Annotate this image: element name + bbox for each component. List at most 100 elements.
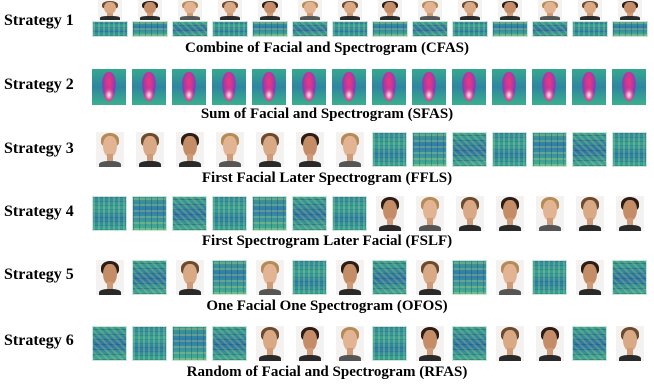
strategy-label: Strategy 5 bbox=[4, 266, 74, 283]
face-thumbnail-icon bbox=[538, 0, 562, 20]
spectrogram-thumbnail-icon bbox=[532, 260, 567, 295]
strategy-caption: One Facial One Spectrogram (OFOS) bbox=[206, 298, 448, 314]
overlay-thumbnail-icon bbox=[412, 69, 446, 105]
face-thumbnail-icon bbox=[256, 260, 284, 295]
spectrogram-thumbnail-icon bbox=[332, 196, 367, 231]
spectrogram-thumbnail-icon bbox=[292, 196, 327, 231]
thumbnail-strip bbox=[90, 258, 650, 298]
strategy-caption: First Facial Later Spectrogram (FFLS) bbox=[201, 170, 453, 186]
face-thumbnail-icon bbox=[456, 196, 484, 231]
strategy-label: Strategy 2 bbox=[4, 76, 74, 93]
spectrogram-thumbnail-icon bbox=[612, 260, 647, 295]
face-thumbnail-icon bbox=[336, 260, 364, 295]
face-thumbnail-icon bbox=[616, 196, 644, 231]
spectrogram-thumbnail-icon bbox=[132, 326, 167, 361]
strategy-caption: First Spectrogram Later Facial (FSLF) bbox=[201, 233, 453, 249]
thumbnail-strip bbox=[90, 130, 650, 170]
face-thumbnail-icon bbox=[576, 196, 604, 231]
spectrogram-thumbnail-icon bbox=[452, 21, 488, 37]
face-thumbnail-icon bbox=[258, 0, 282, 20]
spectrogram-thumbnail-icon bbox=[212, 21, 248, 37]
strategy-label: Strategy 1 bbox=[4, 12, 74, 29]
spectrogram-thumbnail-icon bbox=[172, 326, 207, 361]
face-thumbnail-icon bbox=[536, 196, 564, 231]
overlay-thumbnail-icon bbox=[92, 69, 126, 105]
face-thumbnail-icon bbox=[338, 0, 362, 20]
spectrogram-thumbnail-icon bbox=[132, 260, 167, 295]
spectrogram-thumbnail-icon bbox=[572, 132, 607, 167]
spectrogram-thumbnail-icon bbox=[372, 260, 407, 295]
overlay-thumbnail-icon bbox=[492, 69, 526, 105]
face-thumbnail-icon bbox=[256, 132, 284, 167]
face-thumbnail-icon bbox=[418, 0, 442, 20]
face-thumbnail-icon bbox=[416, 326, 444, 361]
overlay-thumbnail-icon bbox=[532, 69, 566, 105]
strategy-caption: Sum of Facial and Spectrogram (SFAS) bbox=[200, 106, 454, 122]
face-thumbnail-icon bbox=[536, 326, 564, 361]
spectrogram-thumbnail-icon bbox=[372, 326, 407, 361]
face-thumbnail-icon bbox=[136, 132, 164, 167]
strategy-caption: Random of Facial and Spectrogram (RFAS) bbox=[186, 364, 468, 380]
face-thumbnail-icon bbox=[378, 0, 402, 20]
spectrogram-thumbnail-icon bbox=[452, 326, 487, 361]
spectrogram-thumbnail-icon bbox=[612, 21, 648, 37]
spectrogram-thumbnail-icon bbox=[92, 21, 128, 37]
spectrogram-thumbnail-icon bbox=[612, 132, 647, 167]
spectrogram-thumbnail-icon bbox=[452, 260, 487, 295]
overlay-thumbnail-icon bbox=[452, 69, 486, 105]
spectrogram-thumbnail-icon bbox=[92, 326, 127, 361]
overlay-thumbnail-icon bbox=[132, 69, 166, 105]
strategy-label: Strategy 6 bbox=[4, 332, 74, 349]
face-thumbnail-icon bbox=[458, 0, 482, 20]
face-thumbnail-icon bbox=[96, 260, 124, 295]
face-thumbnail-icon bbox=[616, 326, 644, 361]
face-thumbnail-icon bbox=[496, 260, 524, 295]
face-thumbnail-icon bbox=[496, 196, 524, 231]
face-thumbnail-icon bbox=[138, 0, 162, 20]
spectrogram-thumbnail-icon bbox=[252, 21, 288, 37]
face-thumbnail-icon bbox=[618, 0, 642, 20]
face-thumbnail-icon bbox=[376, 196, 404, 231]
face-thumbnail-icon bbox=[98, 0, 122, 20]
face-thumbnail-icon bbox=[336, 326, 364, 361]
thumbnail-strip bbox=[90, 0, 650, 40]
face-thumbnail-icon bbox=[298, 0, 322, 20]
spectrogram-thumbnail-icon bbox=[372, 21, 408, 37]
spectrogram-thumbnail-icon bbox=[172, 21, 208, 37]
face-thumbnail-icon bbox=[218, 0, 242, 20]
spectrogram-thumbnail-icon bbox=[132, 21, 168, 37]
spectrogram-thumbnail-icon bbox=[132, 196, 167, 231]
face-thumbnail-icon bbox=[178, 0, 202, 20]
spectrogram-thumbnail-icon bbox=[412, 21, 448, 37]
spectrogram-thumbnail-icon bbox=[492, 21, 528, 37]
overlay-thumbnail-icon bbox=[332, 69, 366, 105]
spectrogram-thumbnail-icon bbox=[212, 326, 247, 361]
strategy-caption: Combine of Facial and Spectrogram (CFAS) bbox=[184, 40, 469, 56]
face-thumbnail-icon bbox=[496, 326, 524, 361]
face-thumbnail-icon bbox=[256, 326, 284, 361]
spectrogram-thumbnail-icon bbox=[292, 260, 327, 295]
overlay-thumbnail-icon bbox=[612, 69, 646, 105]
face-thumbnail-icon bbox=[176, 260, 204, 295]
spectrogram-thumbnail-icon bbox=[252, 196, 287, 231]
overlay-thumbnail-icon bbox=[572, 69, 606, 105]
spectrogram-thumbnail-icon bbox=[412, 132, 447, 167]
spectrogram-thumbnail-icon bbox=[452, 132, 487, 167]
spectrogram-thumbnail-icon bbox=[172, 196, 207, 231]
strategy-label: Strategy 3 bbox=[4, 140, 74, 157]
spectrogram-thumbnail-icon bbox=[292, 21, 328, 37]
thumbnail-strip bbox=[90, 324, 650, 364]
overlay-thumbnail-icon bbox=[212, 69, 246, 105]
face-thumbnail-icon bbox=[296, 326, 324, 361]
spectrogram-thumbnail-icon bbox=[492, 132, 527, 167]
spectrogram-thumbnail-icon bbox=[532, 21, 568, 37]
face-thumbnail-icon bbox=[498, 0, 522, 20]
spectrogram-thumbnail-icon bbox=[572, 21, 608, 37]
face-thumbnail-icon bbox=[578, 0, 602, 20]
face-thumbnail-icon bbox=[416, 260, 444, 295]
strategy-label: Strategy 4 bbox=[4, 203, 74, 220]
face-thumbnail-icon bbox=[176, 132, 204, 167]
spectrogram-thumbnail-icon bbox=[212, 196, 247, 231]
overlay-thumbnail-icon bbox=[292, 69, 326, 105]
spectrogram-thumbnail-icon bbox=[92, 196, 127, 231]
